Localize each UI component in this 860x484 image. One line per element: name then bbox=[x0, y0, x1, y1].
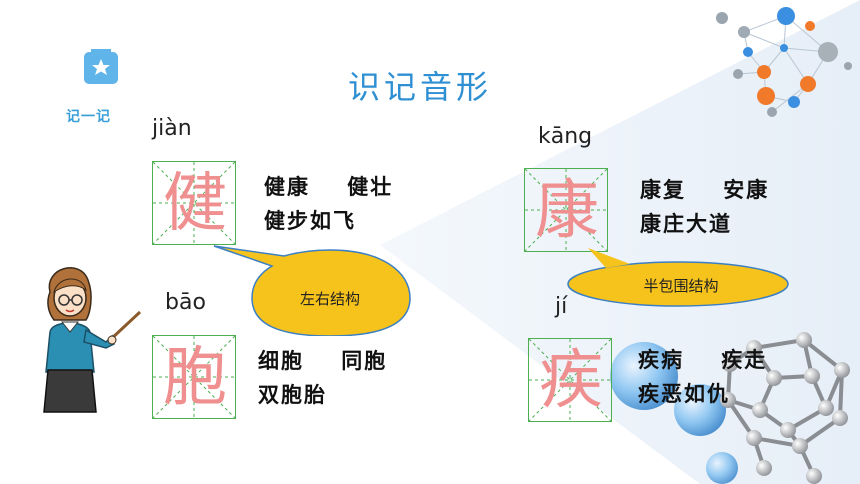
speech-bubble-half-surround bbox=[567, 248, 789, 307]
words-line: 康复 安康 bbox=[640, 178, 770, 202]
words-line: 双胞胎 bbox=[258, 383, 327, 407]
teacher-illustration bbox=[43, 267, 142, 413]
molecule-network-icon bbox=[716, 7, 852, 117]
words-ji: 疾病 疾走疾恶如仇 bbox=[638, 343, 767, 411]
pinyin-bao: bāo bbox=[165, 290, 206, 315]
words-bao: 细胞 同胞双胞胎 bbox=[258, 344, 387, 412]
bubble-label-left-right: 左右结构 bbox=[299, 290, 360, 308]
words-line: 细胞 同胞 bbox=[258, 349, 388, 373]
char-kang: 康 bbox=[535, 174, 599, 248]
pinyin-kang: kāng bbox=[538, 124, 593, 149]
char-bao: 胞 bbox=[163, 341, 227, 415]
page-title: 识记音形 bbox=[348, 68, 493, 106]
words-line: 疾恶如仇 bbox=[638, 382, 730, 406]
speech-bubble-left-right bbox=[213, 245, 411, 336]
char-grid-kang: 康 bbox=[524, 168, 608, 252]
pinyin-ji: jí bbox=[555, 294, 568, 319]
words-kang: 康复 安康康庄大道 bbox=[640, 173, 769, 241]
char-jian: 健 bbox=[163, 167, 227, 241]
words-jian: 健康 健壮健步如飞 bbox=[264, 170, 393, 238]
char-grid-bao: 胞 bbox=[152, 335, 236, 419]
fullerene-icon bbox=[610, 332, 850, 484]
char-ji: 疾 bbox=[539, 344, 603, 418]
bookmark-star-icon bbox=[84, 49, 118, 84]
char-grid-jian: 健 bbox=[152, 161, 236, 245]
words-line: 疾病 疾走 bbox=[638, 348, 768, 372]
words-line: 健步如飞 bbox=[264, 209, 356, 233]
pinyin-jian: jiàn bbox=[152, 116, 192, 141]
char-grid-ji: 疾 bbox=[528, 338, 612, 422]
badge-label: 记一记 bbox=[66, 109, 111, 125]
words-line: 健康 健壮 bbox=[264, 175, 394, 199]
bubble-label-half-surround: 半包围结构 bbox=[643, 277, 719, 295]
words-line: 康庄大道 bbox=[640, 212, 732, 236]
